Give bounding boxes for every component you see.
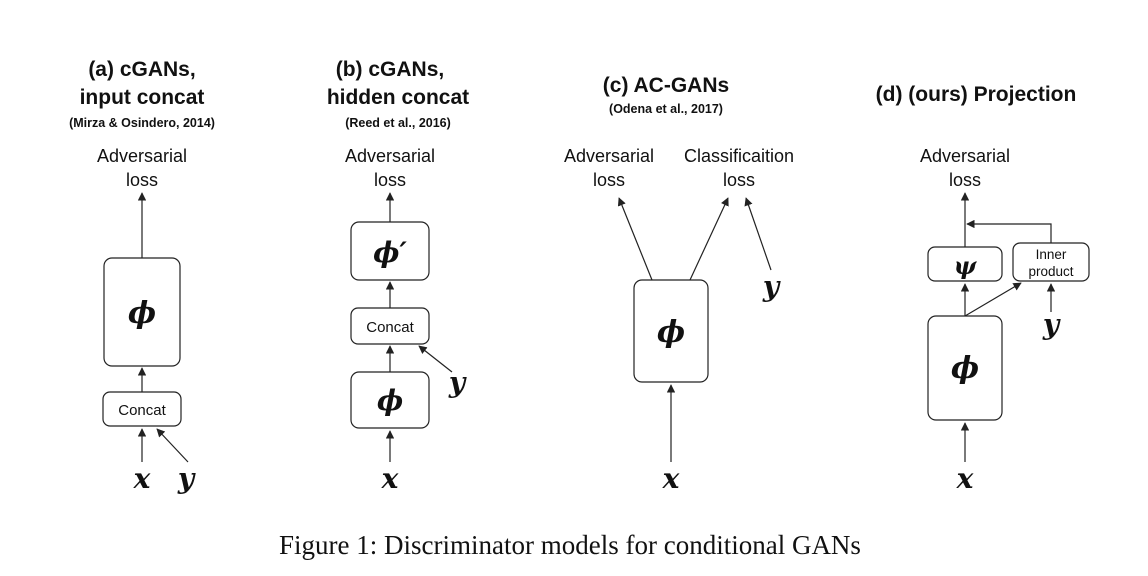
panel-a-loss-line2: loss (126, 170, 158, 190)
panel-b-citation: (Reed et al., 2016) (345, 116, 451, 130)
panel-d-inner-label-line2: product (1028, 264, 1073, 279)
panel-d-phi-box (927, 315, 1003, 421)
panel-a: (a) cGANs, input concat (Mirza & Osinder… (69, 58, 215, 495)
panel-a-title-line2: input concat (80, 86, 205, 109)
panel-c-arrow-to-cls-loss (689, 197, 729, 281)
panel-b-y-symbol: y (448, 366, 467, 399)
panel-a-loss-line1: Adversarial (97, 146, 187, 166)
panel-c-x-symbol: x (662, 462, 680, 495)
panel-d-x-symbol: x (956, 462, 974, 495)
panel-b-x-symbol: x (381, 462, 399, 495)
panel-b-concat-label: Concat (366, 319, 414, 336)
panel-c-adv-loss-line2: loss (593, 170, 625, 190)
panel-b-concat-box (350, 307, 430, 345)
panel-a-phi-symbol: ϕ (128, 296, 156, 331)
panel-c-cls-loss-line1: Classificaition (684, 146, 794, 166)
panel-c-cls-loss-line2: loss (723, 170, 755, 190)
panel-a-arrow-y (156, 428, 189, 463)
panel-d-y-symbol: y (1042, 308, 1061, 341)
panel-a-y-symbol: y (177, 462, 196, 495)
panel-c-citation: (Odena et al., 2017) (609, 102, 723, 116)
panel-b-phi-symbol: ϕ (377, 384, 403, 417)
panel-d: (d) (ours) Projection Adversarial loss ψ… (876, 83, 1090, 495)
panel-d-loss-line2: loss (949, 170, 981, 190)
panel-c-adv-loss-line1: Adversarial (564, 146, 654, 166)
panel-b-loss-line1: Adversarial (345, 146, 435, 166)
panel-c-title-line1: (c) AC-GANs (603, 74, 729, 97)
panel-d-inner-product-box (1012, 242, 1090, 282)
panel-b-phi-prime-symbol: ϕ′ (373, 236, 407, 269)
panel-b: (b) cGANs, hidden concat (Reed et al., 2… (327, 58, 469, 495)
panel-a-x-symbol: x (133, 462, 151, 495)
panel-b-title-line2: hidden concat (327, 86, 469, 109)
panel-c-arrow-to-adv-loss (617, 197, 653, 281)
panel-d-inner-label-line1: Inner (1036, 247, 1067, 262)
panel-d-phi-symbol: ϕ (951, 351, 979, 386)
panel-c-phi-symbol: ϕ (657, 315, 685, 350)
panel-b-phi-prime-box (350, 221, 430, 281)
panel-d-loss-line1: Adversarial (920, 146, 1010, 166)
panel-a-phi-box (103, 257, 181, 367)
panel-d-arrow-phi-to-inner (964, 282, 1022, 317)
panel-d-psi-symbol: ψ (954, 251, 978, 280)
panel-a-title-line1: (a) cGANs, (88, 58, 195, 81)
figure-caption: Figure 1: Discriminator models for condi… (279, 530, 861, 560)
panel-a-concat-label: Concat (118, 402, 166, 419)
panel-c-y-symbol: y (762, 270, 781, 303)
panel-a-concat-box (102, 391, 182, 427)
panel-b-arrow-y (418, 345, 453, 373)
panel-b-title-line1: (b) cGANs, (336, 58, 445, 81)
panel-c-phi-box (633, 279, 709, 383)
panel-d-title-line1: (d) (ours) Projection (876, 83, 1077, 106)
panel-c-arrow-y-to-cls-loss (744, 197, 772, 271)
panel-c: (c) AC-GANs (Odena et al., 2017) Adversa… (564, 74, 794, 495)
panel-d-arrow-inner-to-loss (966, 219, 1052, 243)
panel-d-psi-box (927, 246, 1003, 282)
panel-a-citation: (Mirza & Osindero, 2014) (69, 116, 215, 130)
panel-b-loss-line2: loss (374, 170, 406, 190)
panel-b-phi-box (350, 371, 430, 429)
